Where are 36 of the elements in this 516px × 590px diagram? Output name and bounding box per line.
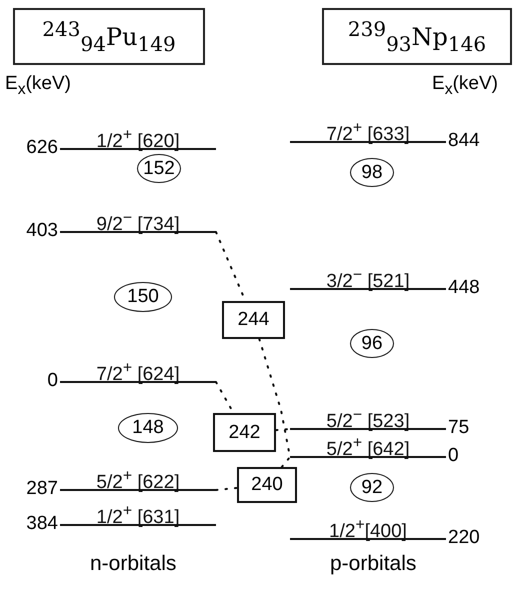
energy-level: 5/2$^{+}$ [622] — [60, 467, 216, 491]
energy-level: 7/2$^{+}$ [624] — [60, 359, 216, 383]
ellipse-label: 152 — [137, 154, 181, 183]
ellipse-label: 96 — [350, 329, 394, 358]
energy-level: 1/2$^{+}$ [631] — [60, 502, 216, 526]
column-caption: n-orbitals — [90, 554, 176, 574]
ex-axis-label: E$_{x}$(keV) — [432, 74, 498, 100]
column-caption: p-orbitals — [330, 554, 416, 574]
ex-axis-label: E$_{x}$(keV) — [5, 74, 72, 100]
ellipse-label: 148 — [118, 413, 178, 443]
energy-value: 403 — [26, 221, 58, 241]
energy-value: 287 — [26, 479, 58, 499]
energy-level: 9/2$^{−}$ [734] — [60, 209, 216, 233]
energy-level: 7/2$^{+}$ [633] — [290, 119, 446, 143]
boxed-label: 240 — [237, 467, 297, 503]
energy-value: 844 — [448, 131, 480, 151]
energy-level: 1/2$^{+}$ [620] — [60, 126, 216, 150]
energy-level: 1/2$^{+}$[400] — [290, 516, 446, 540]
energy-value: 448 — [448, 278, 480, 298]
energy-value: 75 — [448, 418, 470, 438]
boxed-label: 244 — [222, 301, 285, 339]
dotted-connector — [275, 428, 291, 432]
dotted-connector — [215, 486, 238, 491]
energy-level: 5/2$^{+}$ [642] — [290, 434, 446, 458]
boxed-label: 242 — [213, 413, 276, 452]
energy-value: 0 — [448, 446, 459, 466]
ellipse-label: 150 — [114, 282, 172, 312]
energy-level: 5/2$^{−}$ [523] — [290, 406, 446, 430]
ellipse-label: 98 — [350, 158, 394, 187]
energy-value: 0 — [47, 371, 58, 391]
ellipse-label: 92 — [350, 473, 394, 502]
energy-value: 220 — [448, 528, 480, 548]
energy-value: 384 — [26, 514, 58, 534]
energy-value: 626 — [26, 138, 58, 158]
dotted-connector — [280, 456, 291, 468]
energy-level: 3/2$^{−}$ [521] — [290, 266, 446, 290]
